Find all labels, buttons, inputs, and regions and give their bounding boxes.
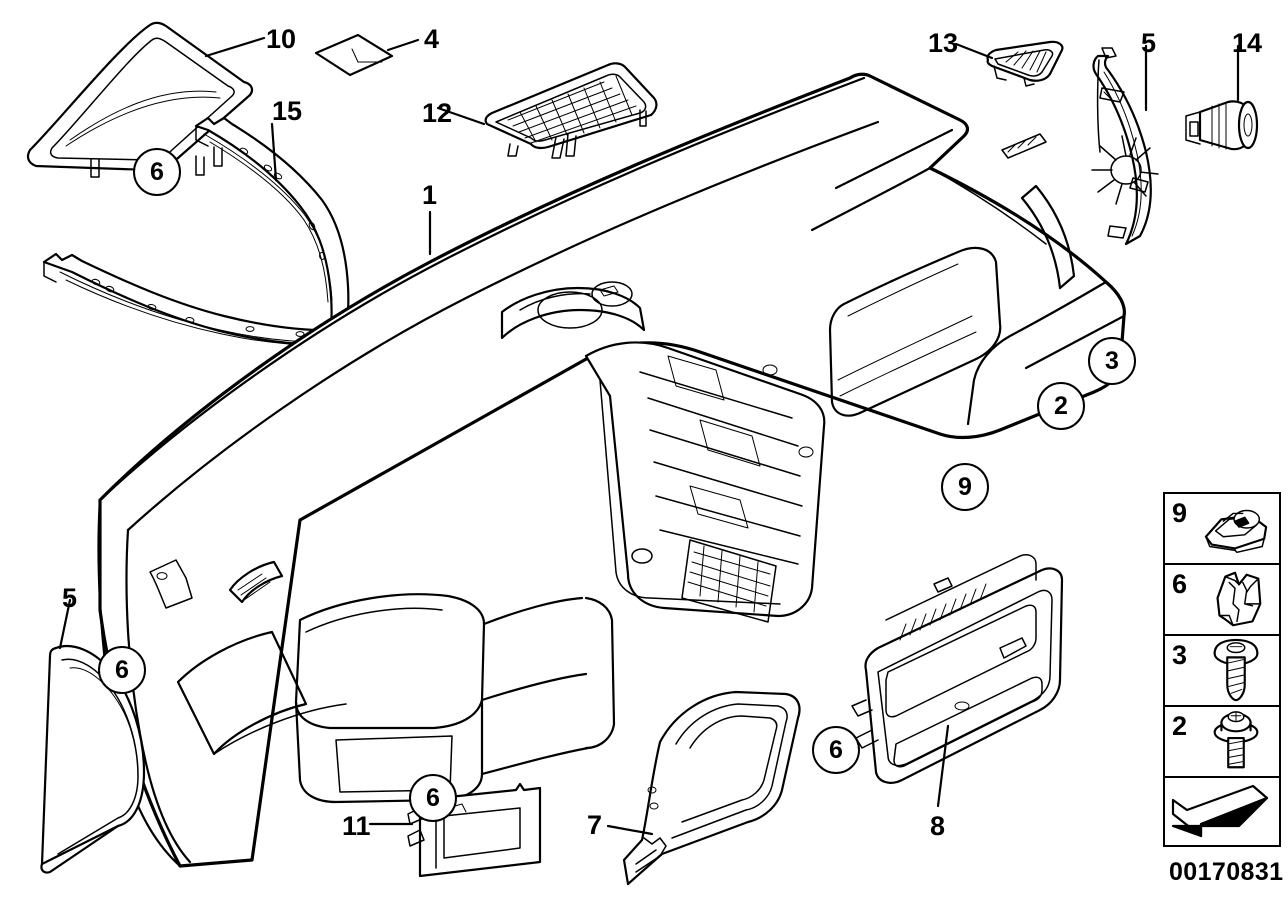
legend-row-arrow [1165, 778, 1279, 849]
flanged-washer-bolt-icon [1213, 711, 1259, 769]
circled-callout-6-upper-left[interactable]: 6 [133, 148, 181, 196]
label-15: 15 [272, 96, 303, 126]
label-4: 4 [424, 24, 440, 54]
part-4-cover-cap [314, 33, 394, 77]
label-14: 14 [1232, 28, 1263, 58]
circled-callout-3[interactable]: 3 [1088, 337, 1136, 385]
circled-callout-9[interactable]: 9 [941, 463, 989, 511]
label-5-top: 5 [1141, 28, 1157, 58]
diagram-id-number: 00170831 [1169, 858, 1284, 886]
legend-row-9: 9 [1165, 494, 1279, 565]
label-7: 7 [587, 810, 603, 840]
label-10: 10 [266, 24, 297, 54]
part-13-defroster-vent-grille [986, 40, 1064, 87]
label-8: 8 [930, 811, 946, 841]
part-5-right-side-trim [1091, 47, 1159, 246]
legend-row-3: 3 [1165, 636, 1279, 707]
part-5-left-end-trim [40, 644, 146, 874]
legend-number-3: 3 [1172, 640, 1188, 670]
part-12-speaker-grille [484, 62, 658, 159]
legend-number-6: 6 [1172, 569, 1188, 599]
label-5-left: 5 [62, 583, 78, 613]
label-1: 1 [422, 180, 438, 210]
label-11: 11 [342, 811, 371, 841]
legend-row-6: 6 [1165, 565, 1279, 636]
plastic-expanding-clip-icon [1216, 571, 1262, 627]
fastener-legend-box: 9 6 3 [1163, 492, 1281, 847]
circled-callout-6-part11[interactable]: 6 [409, 774, 457, 822]
label-12: 12 [422, 98, 453, 128]
circled-callout-6-left[interactable]: 6 [98, 646, 146, 694]
label-13: 13 [928, 28, 959, 58]
part-1-instrument-panel-main-body [97, 72, 1126, 868]
leader-lines [58, 36, 1240, 836]
legend-number-2: 2 [1172, 711, 1188, 741]
view-direction-arrow-icon [1171, 784, 1269, 838]
circled-callout-6-part8[interactable]: 6 [812, 726, 860, 774]
pan-head-tapping-screw-icon [1213, 638, 1259, 702]
part-8-slotted-trim-panel [851, 554, 1064, 784]
part-7-steering-column-bezel [622, 690, 801, 886]
part-14-socket-connector [1185, 100, 1259, 151]
sheet-metal-spring-nut-clip-icon [1204, 509, 1268, 554]
legend-row-2: 2 [1165, 707, 1279, 778]
legend-number-9: 9 [1172, 498, 1188, 528]
circled-callout-2[interactable]: 2 [1037, 382, 1085, 430]
